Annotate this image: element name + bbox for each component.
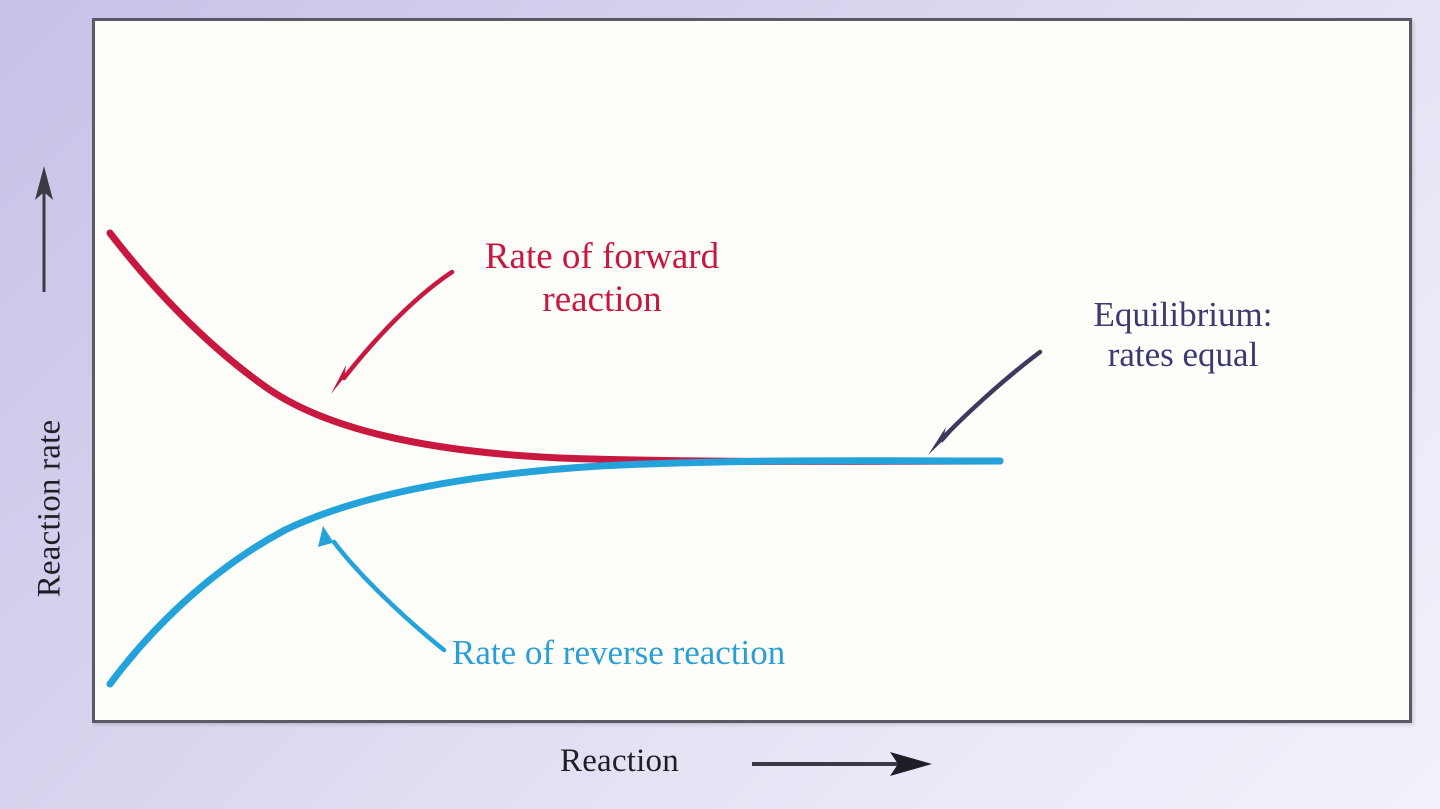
annotation-equilibrium-rates-equal: Equilibrium: rates equal [1093, 295, 1273, 375]
y-axis-label: Reaction rate [31, 419, 68, 598]
x-axis-label: Reaction [560, 742, 679, 779]
x-axis-group: Reaction [560, 735, 883, 787]
annotation-rate-of-reverse-reaction: Rate of reverse reaction [452, 633, 786, 672]
x-axis-arrow-slot [693, 741, 883, 781]
y-axis-group: Reaction rate [0, 160, 92, 720]
annotation-rate-of-forward-reaction: Rate of forward reaction [484, 236, 720, 320]
